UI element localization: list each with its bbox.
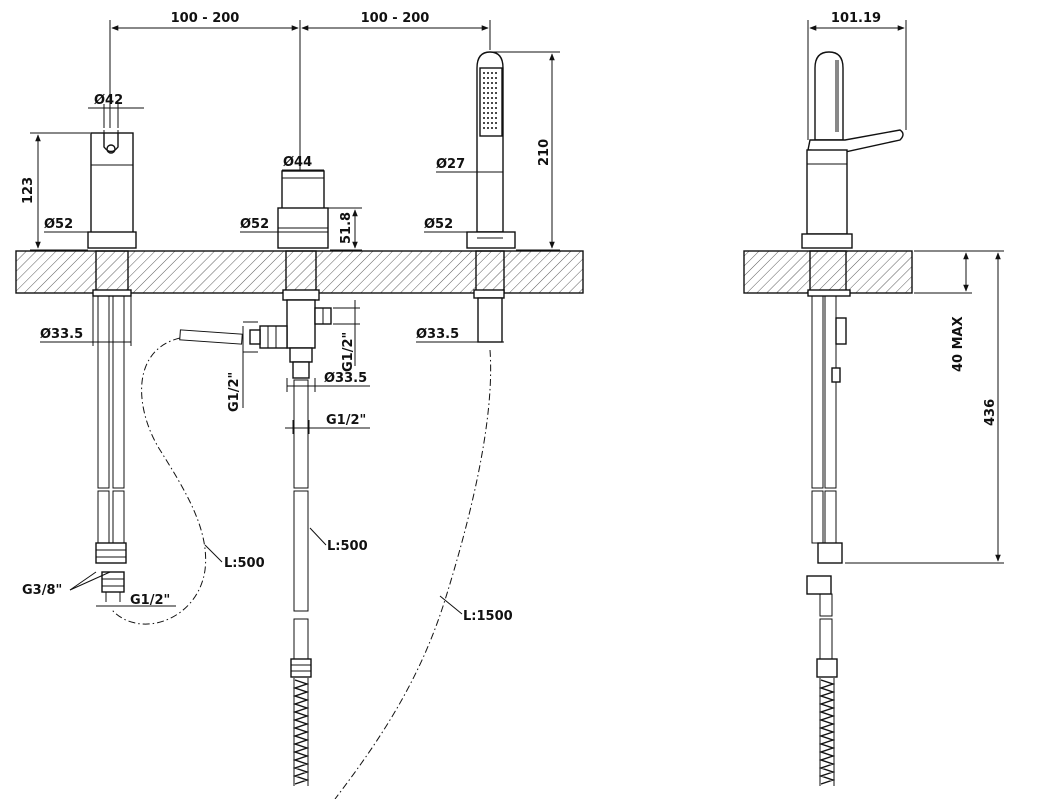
spacing-right-label: 100 - 200 (361, 11, 430, 26)
diam-handshower-label: Ø27 (436, 157, 465, 172)
thread-side-label: G1/2" (341, 332, 356, 372)
side-height-label: 436 (983, 399, 998, 426)
thread-out-label: G1/2" (227, 372, 242, 412)
diverter-valve (179, 170, 332, 786)
thread-valve-bottom-label: G1/2" (326, 413, 366, 428)
countertop-front (15, 250, 584, 294)
spacing-left-label: 100 - 200 (171, 11, 240, 26)
dimension-lines (30, 20, 1004, 615)
diam-hs-base-label: Ø52 (424, 217, 453, 232)
side-max-label: 40 MAX (951, 316, 966, 372)
height-handshower-label: 210 (537, 139, 552, 166)
diam-valve-base-label: Ø52 (240, 217, 269, 232)
hose-mid-label: L:500 (327, 539, 368, 554)
diam-valve-top-label: Ø44 (283, 155, 312, 170)
thread-g38-label: G3/8" (22, 583, 62, 598)
diam-valve-pipe-label: Ø33.5 (324, 371, 367, 386)
diam-pipe-left-label: Ø33.5 (40, 327, 83, 342)
side-width-label: 101.19 (831, 11, 881, 26)
height-mixer-label: 123 (21, 177, 36, 204)
thread-left-bottom-label: G1/2" (130, 593, 170, 608)
side-view (743, 51, 913, 786)
hose-paths (111, 337, 492, 799)
hose-right-label: L:1500 (463, 609, 513, 624)
handshower (466, 51, 516, 343)
diam-base-left-label: Ø52 (44, 217, 73, 232)
diam-pipe-right-label: Ø33.5 (416, 327, 459, 342)
hose-left-label: L:500 (224, 556, 265, 571)
height-valve-label: 51.8 (339, 212, 354, 244)
diam-lever-label: Ø42 (94, 93, 123, 108)
mixer-left (87, 130, 137, 602)
